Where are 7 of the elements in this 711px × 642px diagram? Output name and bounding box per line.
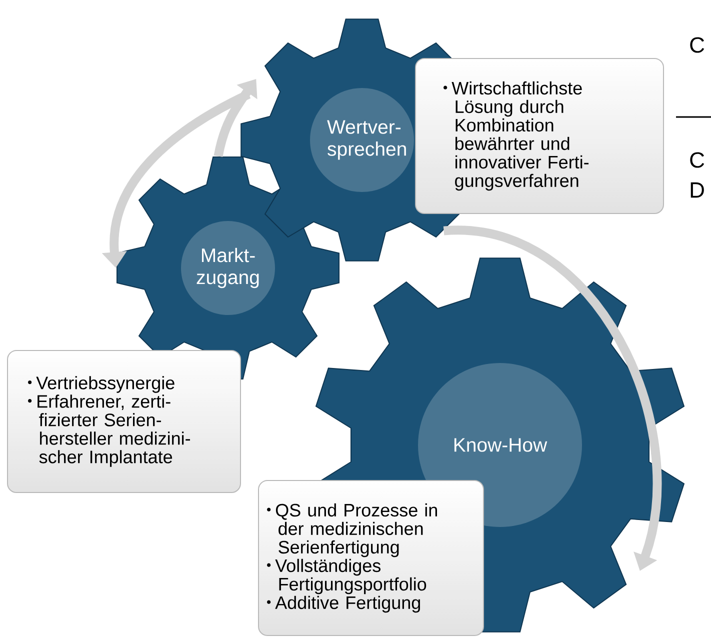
cut-off-letter: C xyxy=(690,152,704,168)
bullet-item: Erfahrener, zerti-fizierter Serien-hersteller medizini-scher Implantate xyxy=(28,394,190,467)
cut-off-letter: D xyxy=(690,182,704,198)
text-box xyxy=(258,480,484,636)
text-box xyxy=(415,58,664,214)
cut-off-letter: C xyxy=(690,37,704,53)
text-box xyxy=(7,350,241,493)
